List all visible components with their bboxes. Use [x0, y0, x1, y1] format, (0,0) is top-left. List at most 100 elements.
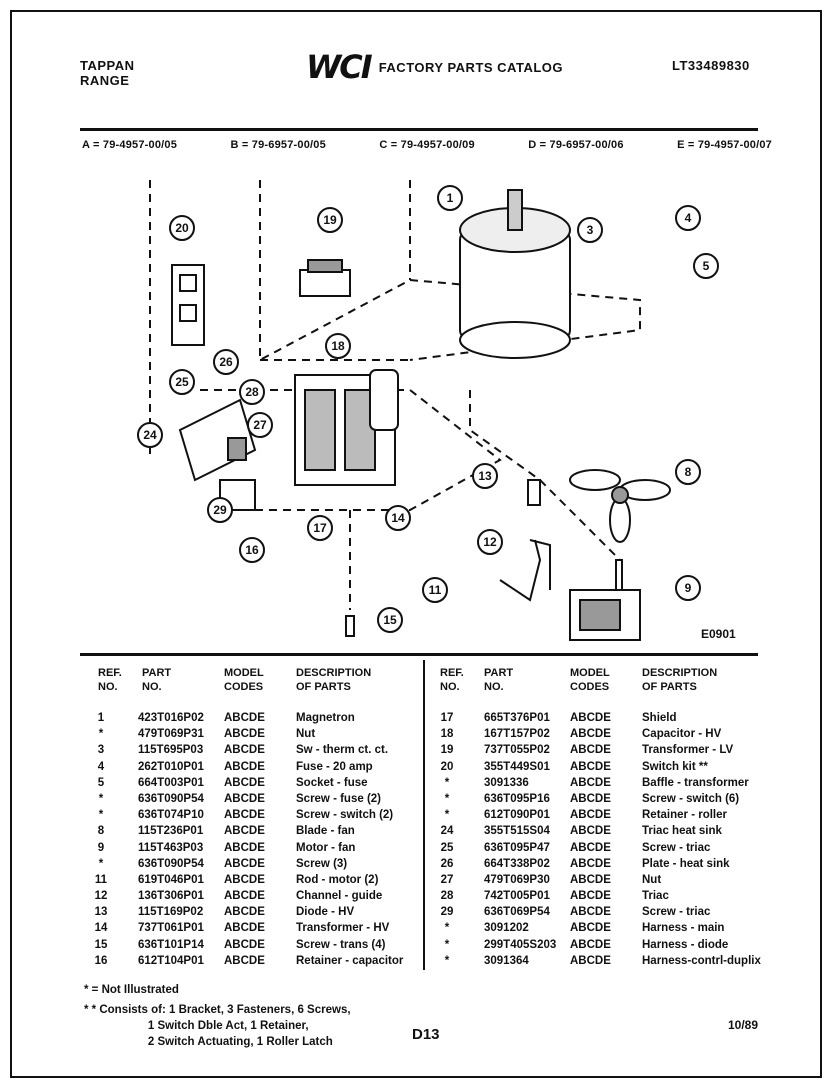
model-codes: ABCDE: [570, 873, 611, 886]
part-no: 136T306P01: [138, 890, 204, 903]
callout-3: 3: [577, 217, 603, 243]
description: Diode - HV: [296, 906, 355, 919]
model-code-b: B = 79-6957-00/05: [230, 139, 326, 151]
col-header-model-right: MODEL CODES: [570, 667, 610, 693]
model-codes: ABCDE: [224, 712, 265, 724]
description: Screw - fuse (2): [296, 792, 381, 805]
model-codes: ABCDE: [224, 744, 265, 757]
model-codes: ABCDE: [224, 728, 265, 741]
ref-no: 4: [97, 760, 105, 773]
callout-label: 26: [219, 355, 233, 369]
model-codes: ABCDE: [224, 890, 265, 903]
callout-20: 20: [169, 215, 195, 241]
description: Channel - guide: [296, 890, 383, 903]
callout-1: 1: [437, 185, 463, 211]
part-no: 737T061P01: [138, 922, 204, 935]
diode-channel-shape: [499, 479, 551, 602]
description: Screw - trans (4): [296, 938, 386, 951]
callout-27: 27: [247, 412, 273, 438]
ref-no: 24: [440, 825, 454, 838]
model-codes: ABCDE: [224, 922, 265, 935]
model-codes: ABCDE: [570, 857, 611, 870]
callout-12: 12: [477, 529, 503, 555]
part-no: 612T090P01: [484, 809, 550, 822]
callout-28: 28: [239, 379, 265, 405]
header-rule: [80, 128, 758, 131]
callout-label: 17: [313, 521, 327, 535]
model-codes: ABCDE: [224, 792, 265, 805]
description: Fuse - 20 amp: [296, 760, 373, 773]
callout-label: 1: [447, 191, 454, 205]
callout-11: 11: [422, 577, 448, 603]
callout-label: 16: [245, 543, 259, 557]
ref-no: *: [444, 954, 450, 967]
part-no: 636T074P10: [138, 809, 204, 822]
description: Screw - switch (6): [642, 792, 740, 805]
description: Harness - main: [642, 922, 725, 935]
ref-no: 27: [440, 873, 454, 886]
part-no: 636T090P54: [138, 792, 204, 805]
col-header-desc: DESCRIPTION OF PARTS: [296, 667, 372, 693]
part-no: 262T010P01: [138, 760, 204, 773]
ref-no: *: [444, 922, 450, 935]
ref-no: *: [444, 938, 450, 951]
model-codes: ABCDE: [224, 938, 265, 951]
description: Motor - fan: [296, 841, 356, 854]
model-codes: ABCDE: [570, 906, 611, 919]
ref-no: 11: [94, 873, 108, 886]
model-codes: ABCDE: [570, 792, 611, 805]
description: Nut: [642, 873, 662, 886]
lv-transformer-shape: [299, 259, 351, 297]
description: Retainer - capacitor: [296, 954, 404, 967]
description: Nut: [296, 728, 316, 741]
ref-no: *: [444, 792, 450, 805]
description: Harness - diode: [642, 938, 729, 951]
description: Screw - triac: [642, 841, 711, 854]
callout-label: 29: [213, 503, 227, 517]
catalog-date: 10/89: [728, 1018, 759, 1032]
col-header-part-right: PART NO.: [484, 667, 514, 693]
callout-label: 4: [685, 211, 692, 225]
footnote-consists-of: * * Consists of: 1 Bracket, 3 Fasteners,…: [84, 1004, 351, 1048]
page-border: [10, 10, 822, 1078]
callout-25: 25: [169, 369, 195, 395]
model-codes: ABCDE: [570, 825, 611, 838]
callout-label: 8: [685, 465, 692, 479]
fan-blade-shape: [569, 469, 671, 543]
part-no: 664T338P02: [484, 857, 550, 870]
part-no: 737T055P02: [484, 744, 550, 757]
callout-label: 3: [587, 223, 594, 237]
model-codes: ABCDE: [570, 890, 611, 903]
ref-no: 12: [94, 890, 108, 903]
description: Switch kit **: [642, 760, 708, 773]
part-no: 636T090P54: [138, 857, 204, 870]
model-codes: ABCDE: [570, 809, 611, 822]
callout-16: 16: [239, 537, 265, 563]
description: Capacitor - HV: [642, 728, 722, 741]
wci-logo: WCI: [306, 48, 373, 86]
description: Retainer - roller: [642, 809, 727, 822]
part-no: 479T069P31: [138, 728, 204, 741]
callout-24: 24: [137, 422, 163, 448]
callout-26: 26: [213, 349, 239, 375]
model-codes: ABCDE: [224, 760, 265, 773]
model-codes: ABCDE: [224, 825, 265, 838]
ref-no: 14: [94, 922, 108, 935]
model-codes: ABCDE: [570, 922, 611, 935]
description: Triac heat sink: [642, 825, 722, 838]
ref-no: 26: [440, 857, 454, 870]
part-no: 742T005P01: [484, 890, 550, 903]
ref-no: 17: [440, 712, 454, 724]
